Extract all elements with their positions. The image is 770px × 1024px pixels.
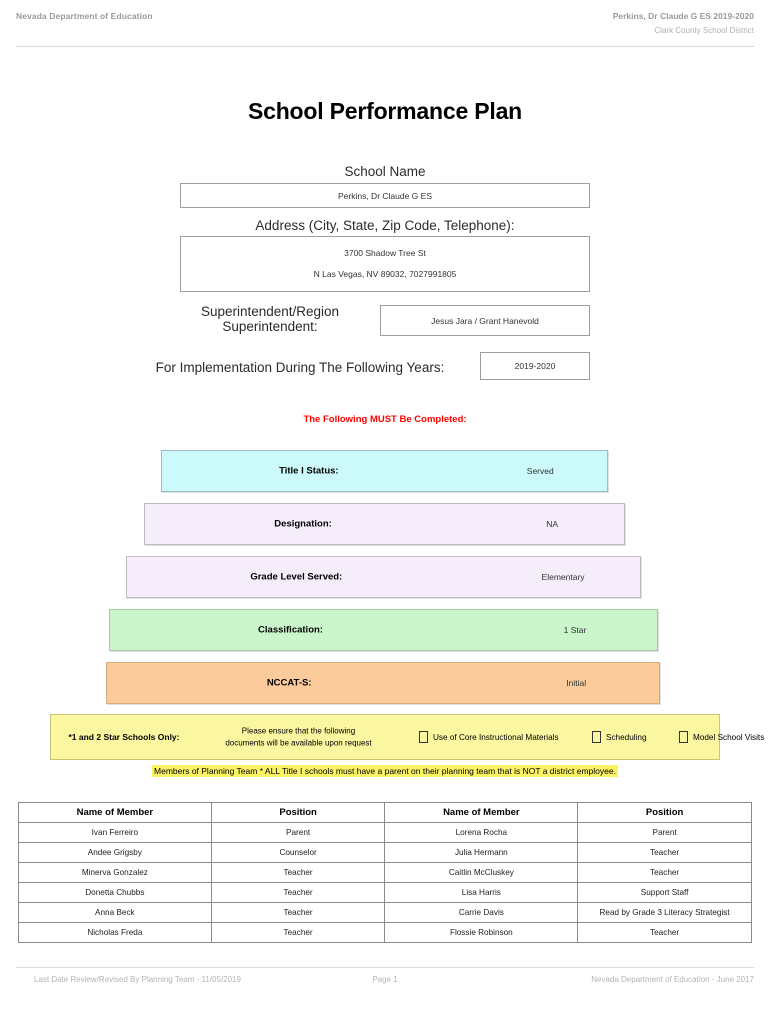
status-bar-value: Elementary: [541, 572, 585, 582]
star-schools-note-line-1: Please ensure that the following: [241, 726, 356, 736]
status-bar-classification[interactable]: Classification: 1 Star: [109, 609, 658, 651]
status-bar-label: NCCAT-S:: [266, 677, 312, 689]
address-label: Address (City, State, Zip Code, Telephon…: [255, 218, 515, 233]
planning-team-table: Name of Member Position Name of Member P…: [18, 802, 752, 943]
status-bar-label: Title I Status:: [279, 465, 339, 477]
checkbox-core-materials-label: Use of Core Instructional Materials: [433, 732, 559, 742]
member-name-cell[interactable]: Carrie Davis: [384, 902, 579, 923]
member-position-cell[interactable]: Teacher: [577, 842, 752, 863]
column-header-position-1: Position: [210, 802, 386, 823]
superintendent-field[interactable]: Jesus Jara / Grant Hanevold: [380, 305, 590, 336]
superintendent-label-line-1: Superintendent/Region: [200, 304, 340, 319]
footer-source: Nevada Department of Education - June 20…: [591, 975, 754, 984]
status-bar-value: 1 Star: [563, 625, 587, 635]
member-position-cell[interactable]: Parent: [210, 822, 386, 843]
member-position-cell[interactable]: Counselor: [210, 842, 386, 863]
footer-divider: [16, 967, 754, 968]
star-schools-title: *1 and 2 Star Schools Only:: [68, 732, 180, 742]
member-name-cell[interactable]: Flossie Robinson: [384, 922, 579, 943]
school-name-label: School Name: [344, 164, 426, 179]
status-bar-value: Served: [526, 466, 554, 476]
footer-page-number: Page 1: [372, 975, 398, 984]
superintendent-value: Jesus Jara / Grant Hanevold: [431, 315, 539, 326]
checkbox-model-school-visits[interactable]: Model School Visits: [679, 731, 764, 743]
member-position-cell[interactable]: Support Staff: [577, 882, 752, 903]
status-bar-value: Initial: [566, 678, 587, 688]
address-line-1: 3700 Shadow Tree St: [344, 247, 426, 258]
status-bar-label: Grade Level Served:: [250, 571, 343, 583]
member-position-cell[interactable]: Teacher: [577, 922, 752, 943]
checkbox-icon[interactable]: [679, 731, 688, 743]
status-bar-nccat-s[interactable]: NCCAT-S: Initial: [106, 662, 660, 704]
page-title: School Performance Plan: [247, 98, 523, 124]
star-schools-callout: *1 and 2 Star Schools Only: Please ensur…: [50, 714, 764, 760]
star-schools-note-line-2: documents will be available upon request: [225, 738, 372, 747]
superintendent-label: Superintendent/Region Superintendent:: [160, 304, 380, 334]
column-header-name-2: Name of Member: [384, 802, 579, 823]
page-footer: Last Date Review/Revised By Planning Tea…: [0, 975, 770, 989]
star-schools-note: Please ensure that the following documen…: [191, 725, 406, 748]
school-name-value: Perkins, Dr Claude G ES: [337, 190, 432, 201]
member-position-cell[interactable]: Teacher: [210, 882, 386, 903]
planning-team-banner: Members of Planning Team * ALL Title I s…: [0, 765, 770, 777]
member-name-cell[interactable]: Andee Grigsby: [18, 842, 212, 863]
checkbox-scheduling[interactable]: Scheduling: [592, 731, 647, 743]
member-position-cell[interactable]: Teacher: [210, 902, 386, 923]
checkbox-icon[interactable]: [419, 731, 428, 743]
checkbox-model-school-visits-label: Model School Visits: [693, 732, 765, 742]
table-header-row: Name of Member Position Name of Member P…: [18, 802, 752, 823]
header-school-year: Perkins, Dr Claude G ES 2019-2020: [612, 11, 754, 21]
member-name-cell[interactable]: Lorena Rocha: [384, 822, 579, 843]
member-name-cell[interactable]: Julia Hermann: [384, 842, 579, 863]
planning-team-banner-text: Members of Planning Team * ALL Title I s…: [152, 765, 618, 777]
header-agency-name: Nevada Department of Education: [16, 11, 153, 21]
member-position-cell[interactable]: Teacher: [577, 862, 752, 883]
member-name-cell[interactable]: Ivan Ferreiro: [18, 822, 212, 843]
member-position-cell[interactable]: Teacher: [210, 922, 386, 943]
column-header-name-1: Name of Member: [18, 802, 212, 823]
member-name-cell[interactable]: Minerva Gonzalez: [18, 862, 212, 883]
status-bar-value: NA: [546, 519, 559, 529]
implementation-years-label: For Implementation During The Following …: [155, 360, 445, 375]
member-name-cell[interactable]: Donetta Chubbs: [18, 882, 212, 903]
status-bar-title-i-status[interactable]: Title I Status: Served: [161, 450, 608, 492]
superintendent-label-line-2: Superintendent:: [222, 319, 318, 335]
member-position-cell[interactable]: Read by Grade 3 Literacy Strategist: [577, 902, 752, 923]
address-line-2: N Las Vegas, NV 89032, 7027991805: [313, 268, 457, 279]
member-position-cell[interactable]: Teacher: [210, 862, 386, 883]
footer-last-revised: Last Date Review/Revised By Planning Tea…: [34, 975, 241, 984]
status-bar-label: Classification:: [258, 624, 323, 636]
member-name-cell[interactable]: Anna Beck: [18, 902, 212, 923]
member-name-cell[interactable]: Lisa Harris: [384, 882, 579, 903]
column-header-position-2: Position: [577, 802, 752, 823]
checkbox-core-materials[interactable]: Use of Core Instructional Materials: [419, 731, 559, 743]
member-name-cell[interactable]: Caitlin McCluskey: [384, 862, 579, 883]
member-position-cell[interactable]: Parent: [577, 822, 752, 843]
checkbox-scheduling-label: Scheduling: [606, 732, 647, 742]
status-bar-designation[interactable]: Designation: NA: [144, 503, 625, 545]
school-name-field[interactable]: Perkins, Dr Claude G ES: [180, 183, 590, 208]
header-district-name: Clark County School District: [654, 26, 754, 35]
must-be-completed-notice: The Following MUST Be Completed:: [303, 414, 467, 425]
address-field[interactable]: 3700 Shadow Tree St N Las Vegas, NV 8903…: [180, 236, 590, 292]
status-bar-grade-level-served[interactable]: Grade Level Served: Elementary: [126, 556, 641, 598]
checkbox-icon[interactable]: [592, 731, 601, 743]
page-header: Nevada Department of Education Perkins, …: [0, 0, 770, 48]
status-bar-label: Designation:: [274, 518, 332, 530]
implementation-years-field[interactable]: 2019-2020: [480, 352, 590, 380]
implementation-years-value: 2019-2020: [514, 361, 556, 371]
member-name-cell[interactable]: Nicholas Freda: [18, 922, 212, 943]
header-divider: [16, 46, 754, 47]
